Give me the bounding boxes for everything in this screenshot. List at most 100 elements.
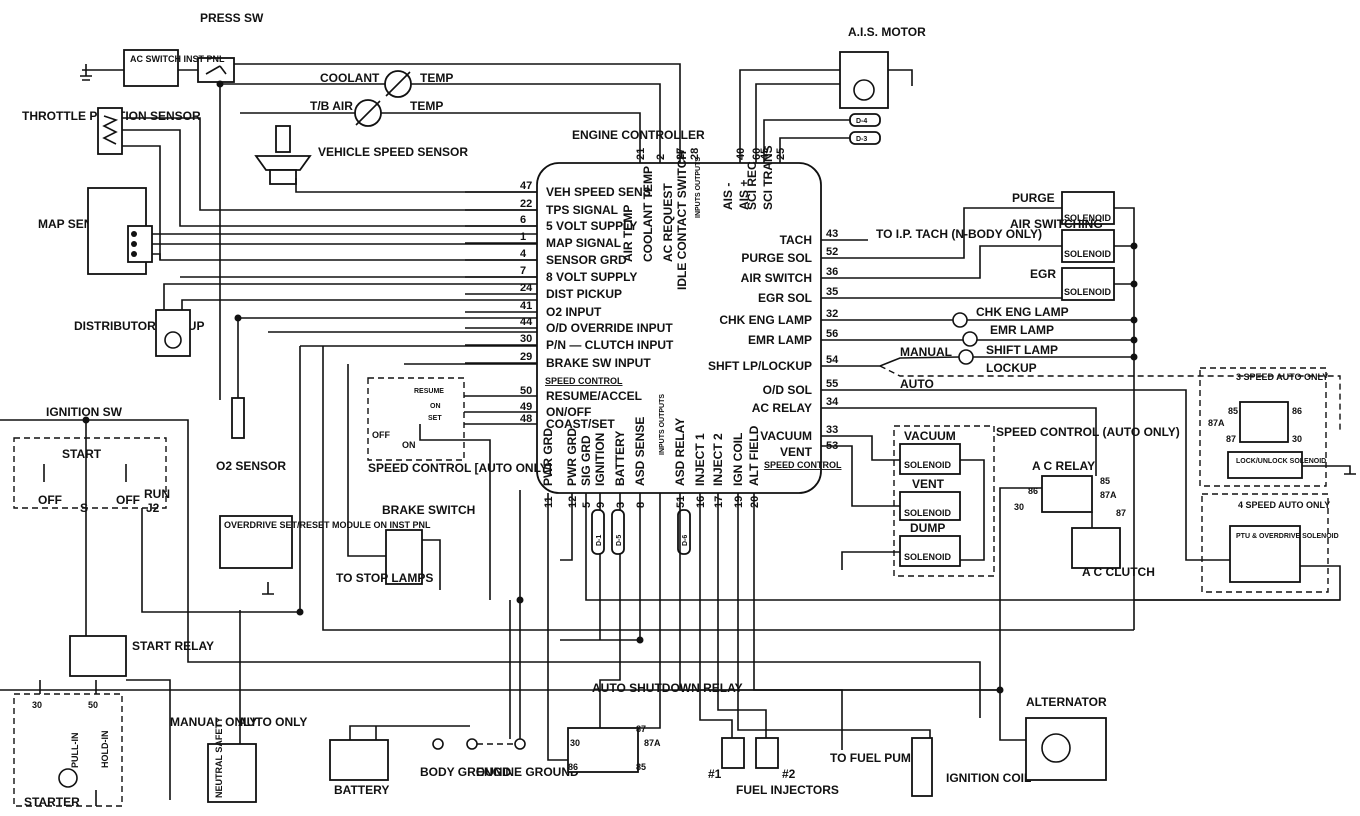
svg-text:30: 30: [570, 738, 580, 748]
svg-text:ON: ON: [430, 403, 441, 410]
pin-label: MAP SIGNAL: [546, 236, 621, 250]
svg-text:86: 86: [1028, 486, 1038, 496]
d1-connector: D-1: [591, 509, 605, 555]
shift-lamp: MANUAL SHIFT LAMP LOCKUP AUTO: [900, 343, 1058, 391]
pin-label: TPS SIGNAL: [546, 203, 618, 217]
speed-control-solenoids: SPEED CONTROL (AUTO ONLY) VACUUM SOLENOI…: [893, 425, 1180, 577]
pin-number: 24: [520, 282, 533, 294]
svg-text:S: S: [80, 501, 88, 515]
pin-number: 9: [595, 502, 607, 508]
pin-label: SENSOR GRD: [546, 253, 627, 267]
svg-text:30: 30: [32, 700, 42, 710]
svg-text:PTU & OVERDRIVE SOLENOID: PTU & OVERDRIVE SOLENOID: [1236, 533, 1339, 540]
pin-label: COAST/SET: [546, 417, 615, 431]
svg-text:SOLENOID: SOLENOID: [904, 460, 952, 470]
svg-text:DUMP: DUMP: [910, 521, 945, 535]
svg-text:SOLENOID: SOLENOID: [1064, 249, 1112, 259]
pin-number: 35: [826, 286, 838, 298]
map-sensor: MAP SENSOR: [38, 187, 153, 275]
svg-text:TO I.P. TACH (N-BODY ONLY): TO I.P. TACH (N-BODY ONLY): [876, 227, 1042, 241]
emr-lamp: EMR LAMP: [962, 323, 1054, 347]
pin-label: BRAKE SW INPUT: [546, 356, 651, 370]
pin-number: 2: [655, 154, 667, 160]
vehicle-speed-sensor: VEHICLE SPEED SENSOR: [254, 125, 468, 185]
pin-number: 60: [751, 148, 763, 160]
svg-text:STARTER: STARTER: [24, 795, 80, 809]
egr-solenoid: EGR SOLENOID: [1030, 267, 1115, 301]
pin-number: 27: [675, 148, 687, 160]
svg-text:OFF: OFF: [38, 493, 62, 507]
to-tach: TO I.P. TACH (N-BODY ONLY): [876, 227, 1042, 241]
svg-text:EGR: EGR: [1030, 267, 1056, 281]
pin-label: PWR GRD: [565, 428, 579, 486]
svg-text:OFF: OFF: [116, 493, 140, 507]
svg-text:TEMP: TEMP: [410, 99, 443, 113]
svg-text:A C RELAY: A C RELAY: [1032, 459, 1095, 473]
svg-text:50: 50: [88, 700, 98, 710]
svg-text:COOLANT: COOLANT: [320, 71, 380, 85]
svg-text:AIR SWITCHING: AIR SWITCHING: [1010, 217, 1103, 231]
svg-text:T/B AIR: T/B AIR: [310, 99, 353, 113]
svg-text:85: 85: [1100, 476, 1110, 486]
svg-text:SPEED CONTROL [AUTO ONLY]: SPEED CONTROL [AUTO ONLY]: [368, 461, 552, 475]
svg-text:O2 SENSOR: O2 SENSOR: [216, 459, 286, 473]
pin-number: 54: [826, 354, 839, 366]
pin-label: SHFT LP/LOCKUP: [708, 359, 812, 373]
svg-text:SOLENOID: SOLENOID: [1064, 213, 1112, 223]
pin-number: 55: [826, 378, 838, 390]
svg-text:OVERDRIVE SET/RESET MODULE ON: OVERDRIVE SET/RESET MODULE ON INST PNL: [224, 520, 431, 530]
d6-connector: D-6: [677, 509, 691, 555]
pin-number: 51: [675, 496, 687, 508]
svg-text:87A: 87A: [1208, 418, 1225, 428]
pin-number: 52: [826, 246, 838, 258]
pin-label: ON/OFF: [546, 405, 591, 419]
svg-text:D-3: D-3: [856, 136, 867, 143]
pin-number: 32: [826, 308, 838, 320]
ignition-switch: IGNITION SW START OFF OFF RUN J2 S: [13, 405, 170, 515]
svg-text:MANUAL: MANUAL: [900, 345, 952, 359]
overdrive-module: OVERDRIVE SET/RESET MODULE ON INST PNL: [219, 515, 431, 569]
pin-number: 44: [520, 316, 533, 328]
ac-switch: AC SWITCH INST PNL: [123, 49, 225, 87]
svg-text:OFF: OFF: [372, 430, 390, 440]
pin-label: ASD SENSE: [633, 417, 647, 486]
starter: 30 50 PULL-IN HOLD-IN STARTER: [13, 693, 123, 809]
pin-label: VENT: [780, 445, 813, 459]
pin-number: 56: [826, 328, 838, 340]
pin-label: AIS +: [737, 180, 751, 210]
svg-text:TEMP: TEMP: [420, 71, 453, 85]
pin-number: 19: [733, 496, 745, 508]
svg-text:VACUUM: VACUUM: [904, 429, 956, 443]
svg-text:30: 30: [1292, 434, 1302, 444]
svg-text:86: 86: [1292, 406, 1302, 416]
svg-text:J2: J2: [146, 501, 160, 515]
pin-number: 29: [520, 351, 532, 363]
distributor-pickup: DISTRIBUTOR PICKUP: [74, 309, 204, 357]
pin-label: AIR TEMP: [621, 205, 635, 262]
four-speed-auto: 4 SPEED AUTO ONLY PTU & OVERDRIVE SOLENO…: [1201, 493, 1339, 593]
pin-number: 8: [635, 502, 647, 508]
svg-text:87A: 87A: [1100, 490, 1117, 500]
pin-number: 16: [695, 496, 707, 508]
inputs-outputs-bottom: INPUTS OUTPUTS: [659, 394, 666, 455]
inputs-outputs-top: INPUTS OUTPUTS: [695, 157, 702, 218]
ais-motor: A.I.S. MOTOR: [839, 25, 926, 109]
pin-label: AIS -: [721, 183, 735, 210]
pin-number: 49: [520, 401, 532, 413]
svg-text:85: 85: [1228, 406, 1238, 416]
pin-label: PURGE SOL: [741, 251, 812, 265]
svg-text:PURGE: PURGE: [1012, 191, 1055, 205]
pin-number: 21: [635, 148, 647, 160]
pin-number: 45: [759, 148, 771, 160]
auto-shutdown-relay: AUTO SHUTDOWN RELAY 30 87 87A 86 85: [567, 681, 743, 773]
pin-label: BATTERY: [613, 431, 627, 486]
junctions: [82, 80, 1138, 694]
pin-label: INJECT 1: [693, 433, 707, 486]
svg-text:SHIFT LAMP: SHIFT LAMP: [986, 343, 1058, 357]
ac-clutch: A C CLUTCH: [1071, 527, 1155, 579]
svg-text:CHK ENG LAMP: CHK ENG LAMP: [976, 305, 1069, 319]
brake-switch: BRAKE SWITCH TO STOP LAMPS: [336, 503, 475, 585]
svg-text:TO STOP LAMPS: TO STOP LAMPS: [336, 571, 433, 585]
pin-number: 36: [826, 266, 838, 278]
